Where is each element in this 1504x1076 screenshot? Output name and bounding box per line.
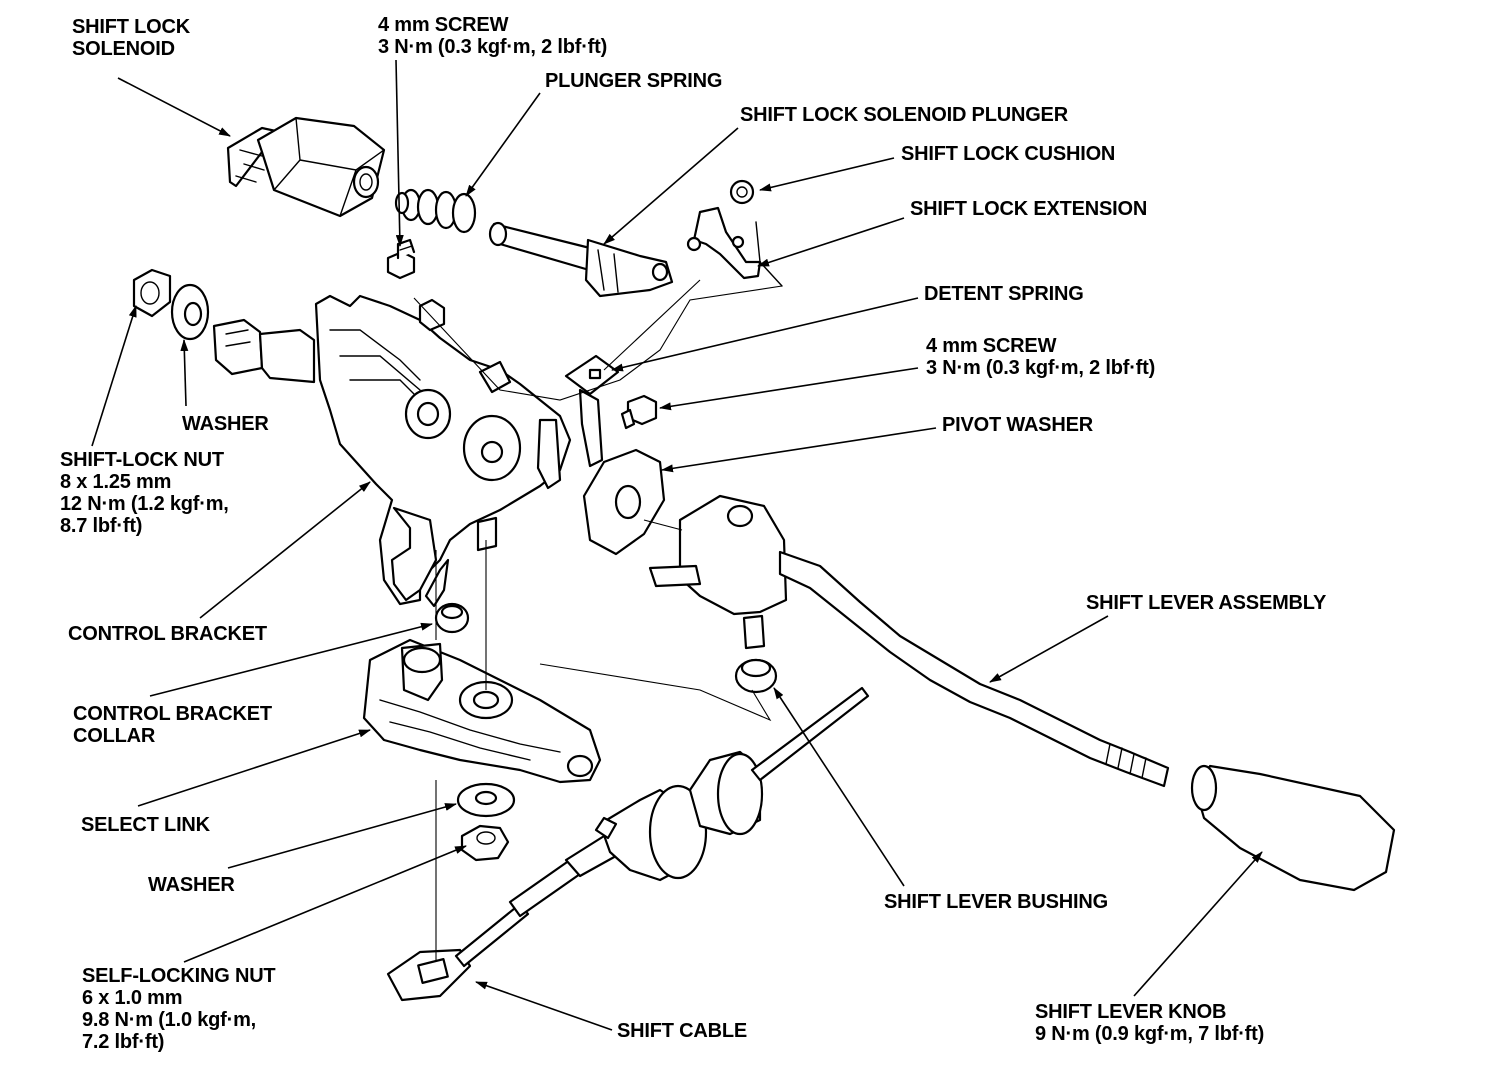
label-washer-upper: WASHER	[182, 413, 269, 435]
shift-lock-nut-part	[132, 268, 172, 318]
label-shift-lock-extension: SHIFT LOCK EXTENSION	[910, 198, 1147, 220]
leader-shift-lock-cushion	[759, 157, 895, 192]
washer-lower-part	[456, 782, 516, 818]
leader-pivot-washer	[661, 427, 937, 473]
leader-control-bracket	[199, 481, 371, 619]
label-screw-right: 4 mm SCREW 3 N·m (0.3 kgf·m, 2 lbf·ft)	[926, 335, 1155, 379]
leader-shift-lock-nut	[91, 305, 137, 447]
label-shift-lock-nut: SHIFT-LOCK NUT 8 x 1.25 mm 12 N·m (1.2 k…	[60, 449, 234, 537]
shift-lock-extension-part	[686, 206, 783, 287]
label-select-link: SELECT LINK	[81, 814, 211, 836]
parts-artwork	[132, 116, 1396, 1002]
leader-solenoid-plunger	[603, 127, 739, 245]
leader-self-locking-nut	[183, 845, 467, 963]
leader-shift-lock-extension	[757, 217, 905, 267]
label-washer-lower: WASHER	[148, 874, 235, 896]
leader-detent-spring	[611, 297, 919, 372]
label-self-locking-nut: SELF-LOCKING NUT 6 x 1.0 mm 9.8 N·m (1.0…	[82, 965, 281, 1053]
shift-lever-bushing-part	[734, 658, 778, 694]
leader-plunger-spring	[465, 92, 541, 197]
pivot-washer-part	[582, 448, 666, 556]
label-shift-lever-knob: SHIFT LEVER KNOB 9 N·m (0.9 kgf·m, 7 lbf…	[1035, 1001, 1264, 1045]
leader-shift-lever-assembly	[989, 615, 1109, 683]
leader-select-link	[137, 729, 371, 807]
detent-spring-part	[564, 354, 620, 468]
screw-right-part	[620, 394, 658, 430]
leader-shift-cable	[475, 981, 613, 1031]
label-control-bracket-collar: CONTROL BRACKET COLLAR	[73, 703, 277, 747]
plunger-spring-part	[394, 188, 477, 234]
shift-lever-knob-part	[1190, 764, 1396, 892]
control-bracket-collar-part	[434, 602, 470, 634]
label-shift-lever-bushing: SHIFT LEVER BUSHING	[884, 891, 1108, 913]
label-plunger-spring: PLUNGER SPRING	[545, 70, 722, 92]
leader-control-bracket-collar	[149, 622, 433, 697]
label-solenoid-plunger: SHIFT LOCK SOLENOID PLUNGER	[740, 104, 1069, 126]
shift-lock-solenoid-part	[226, 116, 386, 218]
solenoid-plunger-part	[488, 221, 674, 298]
callout-labels: SHIFT LOCK SOLENOID 4 mm SCREW 3 N·m (0.…	[60, 14, 1327, 1053]
self-locking-nut-part	[460, 824, 510, 862]
shift-lock-cushion-part	[729, 179, 755, 205]
label-control-bracket: CONTROL BRACKET	[68, 623, 267, 645]
label-shift-lock-solenoid: SHIFT LOCK SOLENOID	[72, 16, 195, 60]
label-pivot-washer: PIVOT WASHER	[942, 414, 1094, 436]
assembly-guide-lines	[413, 279, 783, 960]
shift-cable-part	[386, 686, 870, 1002]
washer-upper-part	[170, 283, 210, 341]
screw-top-part	[386, 238, 416, 280]
label-screw-top: 4 mm SCREW 3 N·m (0.3 kgf·m, 2 lbf·ft)	[378, 14, 607, 58]
select-link-part	[362, 638, 602, 784]
control-bracket-part	[212, 294, 572, 608]
leader-screw-right	[659, 367, 919, 411]
leader-lines	[91, 59, 1263, 1031]
label-shift-lever-assembly: SHIFT LEVER ASSEMBLY	[1086, 592, 1327, 614]
leader-shift-lever-bushing	[773, 687, 905, 887]
label-shift-cable: SHIFT CABLE	[617, 1020, 747, 1042]
label-detent-spring: DETENT SPRING	[924, 283, 1084, 305]
label-shift-lock-cushion: SHIFT LOCK CUSHION	[901, 143, 1115, 165]
shift-lever-assembly-part	[648, 494, 1170, 788]
leader-washer-lower	[227, 803, 457, 869]
leader-shift-lever-knob	[1133, 851, 1263, 997]
leader-screw-top	[395, 59, 404, 247]
leader-washer-upper	[180, 339, 189, 407]
leader-shift-lock-solenoid	[117, 77, 231, 137]
